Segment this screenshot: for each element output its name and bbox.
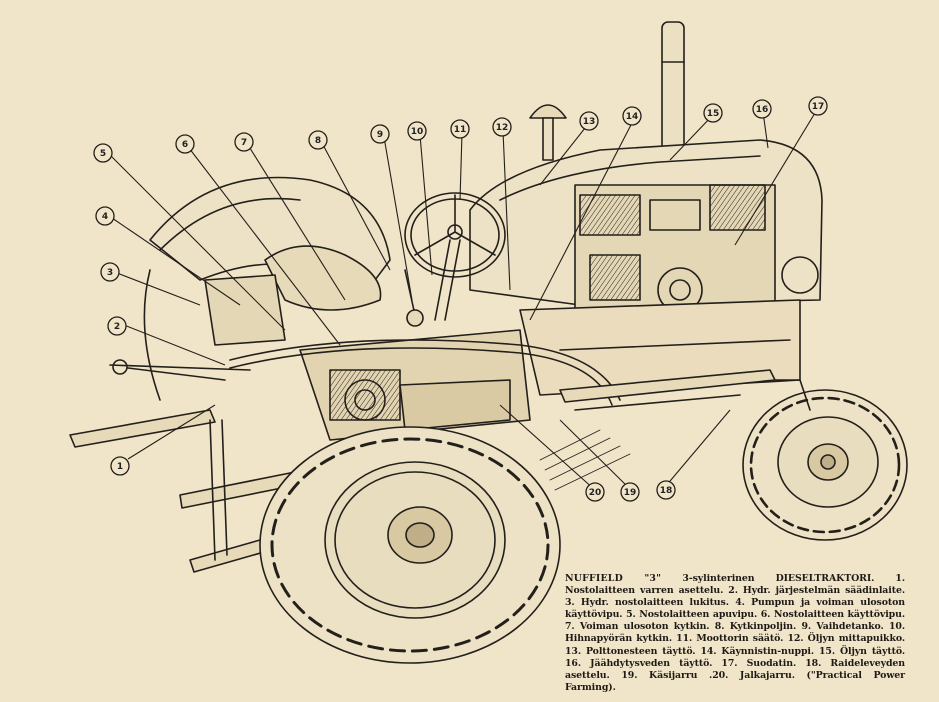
callout-circle bbox=[703, 103, 723, 123]
callout-13: 13 bbox=[579, 111, 599, 131]
callout-2: 2 bbox=[107, 316, 127, 336]
callout-circle bbox=[93, 143, 113, 163]
callout-number: 7 bbox=[241, 138, 247, 148]
callout-circle bbox=[107, 316, 127, 336]
callout-5: 5 bbox=[93, 143, 113, 163]
callout-17: 17 bbox=[808, 96, 828, 116]
callout-number: 19 bbox=[624, 488, 637, 498]
callout-number: 9 bbox=[377, 130, 383, 140]
callout-number: 10 bbox=[411, 127, 424, 137]
callout-8: 8 bbox=[308, 130, 328, 150]
callout-circle bbox=[370, 124, 390, 144]
callout-number: 20 bbox=[589, 488, 602, 498]
callout-circle bbox=[752, 99, 772, 119]
callout-6: 6 bbox=[175, 134, 195, 154]
callout-19: 19 bbox=[620, 482, 640, 502]
caption-body: 3-sylinterinen DIESELTRAKTORI. 1. Nostol… bbox=[565, 573, 906, 693]
callout-number: 13 bbox=[583, 117, 596, 127]
callout-11: 11 bbox=[450, 119, 470, 139]
callout-circle bbox=[100, 262, 120, 282]
callout-number: 4 bbox=[102, 212, 108, 222]
callout-9: 9 bbox=[370, 124, 390, 144]
callout-number: 2 bbox=[114, 322, 120, 332]
callout-3: 3 bbox=[100, 262, 120, 282]
callout-circle bbox=[656, 480, 676, 500]
callout-10: 10 bbox=[407, 121, 427, 141]
callout-number: 1 bbox=[117, 462, 123, 472]
exhaust-pipe bbox=[661, 21, 685, 163]
callout-number: 16 bbox=[756, 105, 769, 115]
leader-lines bbox=[109, 107, 819, 491]
tractor-seat bbox=[264, 245, 382, 311]
callout-number: 3 bbox=[107, 268, 113, 278]
callout-number: 18 bbox=[660, 486, 673, 496]
transmission-cutaway bbox=[299, 329, 531, 441]
callout-number: 14 bbox=[626, 112, 639, 122]
callout-number: 12 bbox=[496, 123, 509, 133]
callout-16: 16 bbox=[752, 99, 772, 119]
air-cleaner-cap bbox=[529, 104, 567, 161]
callout-circle bbox=[579, 111, 599, 131]
callout-circle bbox=[620, 482, 640, 502]
callout-circle bbox=[407, 121, 427, 141]
callout-circle bbox=[175, 134, 195, 154]
callout-number: 6 bbox=[182, 140, 188, 150]
callout-20: 20 bbox=[585, 482, 605, 502]
callout-circle bbox=[622, 106, 642, 126]
callout-18: 18 bbox=[656, 480, 676, 500]
engine-block bbox=[574, 184, 819, 321]
gear-lever bbox=[404, 269, 424, 327]
callout-circle bbox=[234, 132, 254, 152]
callout-4: 4 bbox=[95, 206, 115, 226]
front-wheel bbox=[742, 379, 908, 541]
callout-number: 15 bbox=[707, 109, 720, 119]
hydraulic-pipes bbox=[109, 339, 621, 406]
callout-circle bbox=[110, 456, 130, 476]
callout-circle bbox=[450, 119, 470, 139]
callout-12: 12 bbox=[492, 117, 512, 137]
caption-title: NUFFIELD "3" bbox=[565, 573, 662, 584]
callout-number: 8 bbox=[315, 136, 321, 146]
callout-1: 1 bbox=[110, 456, 130, 476]
rear-wheel bbox=[259, 426, 561, 664]
callout-circle bbox=[585, 482, 605, 502]
callout-circle bbox=[492, 117, 512, 137]
callout-circle bbox=[95, 206, 115, 226]
front-axle bbox=[559, 369, 776, 411]
callout-7: 7 bbox=[234, 132, 254, 152]
callout-number: 5 bbox=[100, 149, 106, 159]
steering-wheel bbox=[404, 192, 506, 321]
callout-circle bbox=[308, 130, 328, 150]
hydraulic-lift-housing bbox=[143, 269, 286, 401]
callout-number: 17 bbox=[812, 102, 825, 112]
callout-circle bbox=[808, 96, 828, 116]
callout-number: 11 bbox=[454, 125, 467, 135]
callout-15: 15 bbox=[703, 103, 723, 123]
callout-14: 14 bbox=[622, 106, 642, 126]
figure-caption: NUFFIELD "3" 3-sylinterinen DIESELTRAKTO… bbox=[565, 573, 905, 694]
